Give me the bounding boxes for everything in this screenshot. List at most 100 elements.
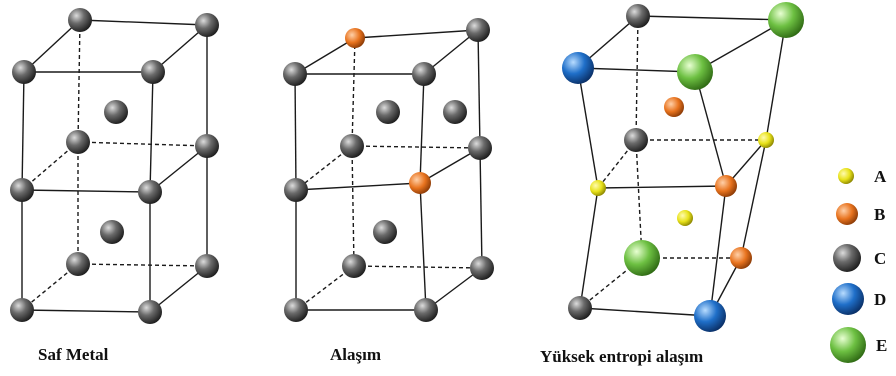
atom-c: [138, 180, 162, 204]
legend-label-c: C: [874, 249, 886, 268]
legend-swatch-b: [836, 203, 858, 225]
alloy-structure: Alaşım: [283, 18, 494, 364]
hidden-bond-line: [77, 19, 81, 143]
atom-c: [284, 298, 308, 322]
atom-d: [694, 300, 726, 332]
atom-c: [624, 128, 648, 152]
atom-b: [409, 172, 431, 194]
hidden-bond-line: [579, 257, 643, 309]
legend-label-d: D: [874, 290, 886, 309]
hidden-bond-line: [77, 263, 208, 267]
hidden-bond-line: [635, 15, 639, 141]
atom-c: [138, 300, 162, 324]
hidden-bond-line: [295, 265, 355, 311]
atom-e: [677, 54, 713, 90]
atom-c: [104, 100, 128, 124]
bond-line: [597, 185, 727, 189]
legend-swatch-d: [832, 283, 864, 315]
bond-line: [354, 29, 479, 39]
atom-c: [195, 254, 219, 278]
bond-line: [577, 67, 696, 73]
legend-swatch-c: [833, 244, 861, 272]
atom-c: [141, 60, 165, 84]
bond-line: [765, 19, 787, 141]
atom-b: [730, 247, 752, 269]
bond-line: [21, 71, 25, 191]
atom-c: [470, 256, 494, 280]
bond-line: [579, 307, 711, 317]
atom-c: [100, 220, 124, 244]
caption-high-entropy-alloy: Yüksek entropi alaşım: [540, 347, 703, 366]
legend-label-e: E: [876, 336, 887, 355]
bond-line: [694, 71, 727, 187]
atom-c: [283, 62, 307, 86]
bond-line: [79, 19, 208, 26]
legend-swatch-e: [830, 327, 866, 363]
bond-line: [419, 182, 427, 311]
hidden-bond-line: [21, 141, 79, 191]
legend-item-b: B: [836, 203, 885, 225]
atom-c: [12, 60, 36, 84]
high-entropy-alloy-structure: Yüksek entropi alaşım: [540, 2, 804, 366]
caption-pure-metal: Saf Metal: [38, 345, 109, 364]
atom-c: [412, 62, 436, 86]
legend: A B C D E: [830, 167, 887, 363]
atom-c: [376, 100, 400, 124]
atom-a: [677, 210, 693, 226]
bond-line: [149, 265, 208, 313]
atom-b: [345, 28, 365, 48]
legend-item-d: D: [832, 283, 886, 315]
legend-item-e: E: [830, 327, 887, 363]
bond-line: [23, 19, 81, 73]
legend-label-a: A: [874, 167, 887, 186]
atom-a: [758, 132, 774, 148]
atom-c: [626, 4, 650, 28]
bond-line: [419, 73, 425, 184]
atom-b: [715, 175, 737, 197]
bond-line: [740, 139, 767, 259]
atom-b: [664, 97, 684, 117]
atom-c: [466, 18, 490, 42]
bond-line: [637, 15, 787, 21]
legend-swatch-a: [838, 168, 854, 184]
atom-c: [443, 100, 467, 124]
bond-line: [149, 71, 154, 193]
atom-c: [195, 13, 219, 37]
atom-c: [373, 220, 397, 244]
legend-item-a: A: [838, 167, 887, 186]
legend-label-b: B: [874, 205, 885, 224]
bond-line: [21, 189, 151, 193]
atom-e: [624, 240, 660, 276]
legend-item-c: C: [833, 244, 886, 272]
atom-c: [10, 298, 34, 322]
atom-d: [562, 52, 594, 84]
atom-c: [340, 134, 364, 158]
atom-c: [414, 298, 438, 322]
bond-line: [295, 182, 421, 191]
hidden-bond-line: [351, 145, 355, 267]
atom-c: [68, 8, 92, 32]
bond-line: [149, 145, 208, 193]
atom-c: [568, 296, 592, 320]
atom-c: [195, 134, 219, 158]
hidden-bond-line: [77, 141, 208, 147]
hidden-bond-line: [351, 37, 356, 147]
hidden-bond-line: [351, 145, 481, 149]
atom-e: [768, 2, 804, 38]
bond-line: [579, 187, 599, 309]
bond-line: [479, 147, 483, 269]
bond-line: [577, 67, 599, 189]
atom-c: [66, 252, 90, 276]
hidden-bond-line: [21, 263, 79, 311]
atom-c: [468, 136, 492, 160]
hidden-bond-line: [635, 139, 643, 259]
pure-metal-structure: Saf Metal: [10, 8, 219, 364]
bond-line: [21, 309, 151, 313]
atom-a: [590, 180, 606, 196]
bond-line: [294, 73, 297, 191]
atom-c: [66, 130, 90, 154]
atom-c: [342, 254, 366, 278]
caption-alloy: Alaşım: [330, 345, 381, 364]
hidden-bond-line: [353, 265, 483, 269]
